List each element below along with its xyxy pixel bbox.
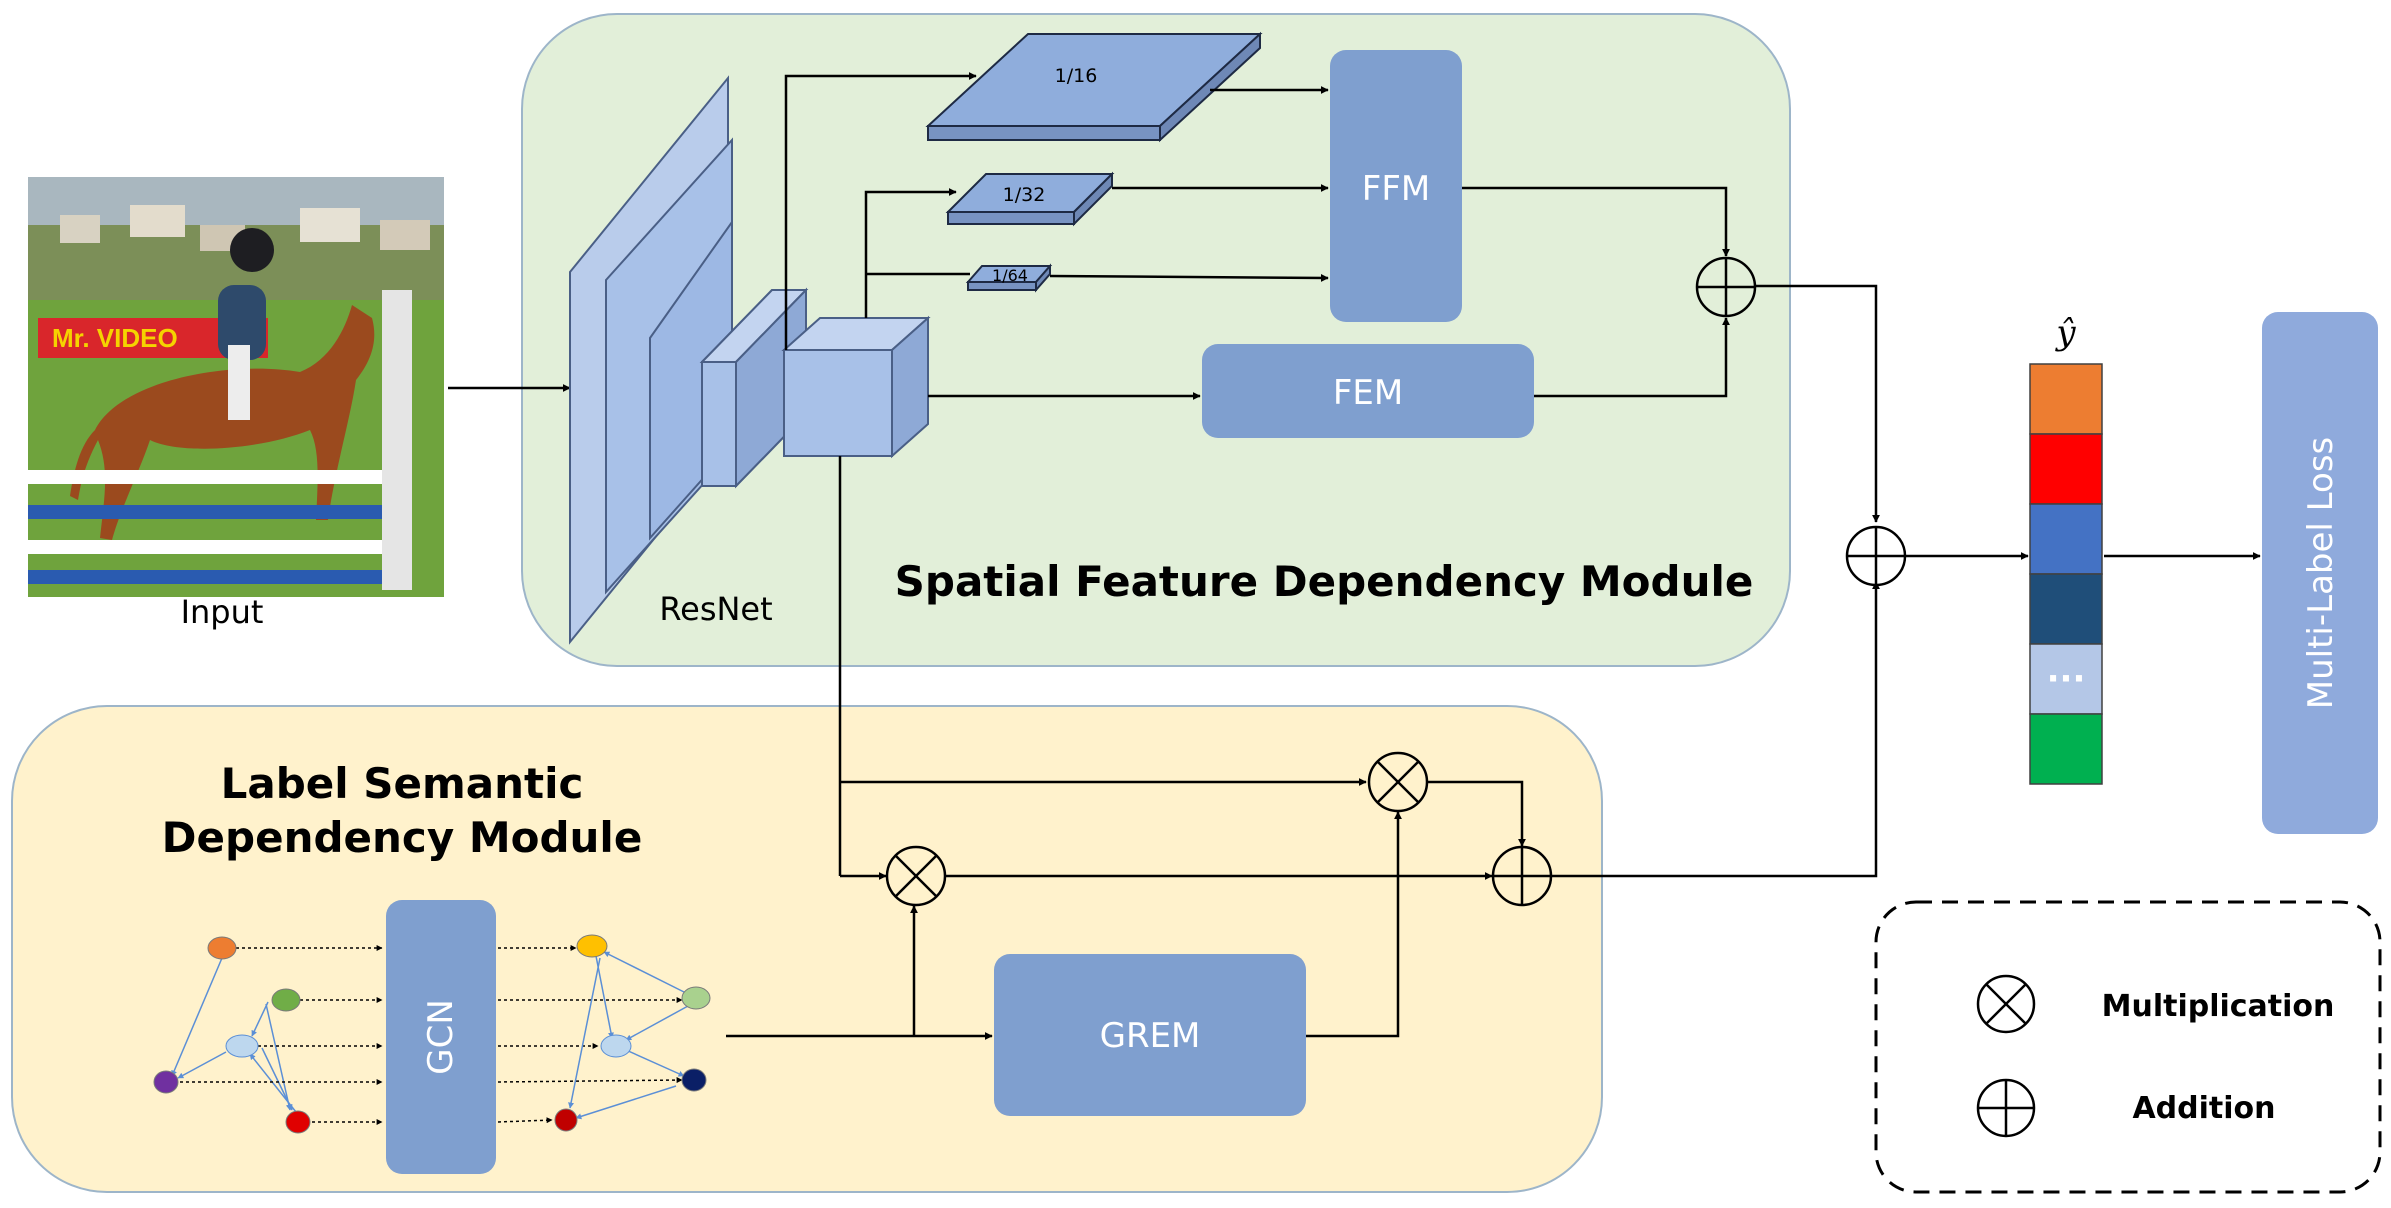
graph-node-out-lightblue (600, 1034, 632, 1058)
ffm-block (1330, 50, 1462, 322)
feature-map-1-32 (945, 171, 1115, 227)
prediction-vector (2029, 363, 2103, 785)
vector-cell-2 (2029, 433, 2103, 505)
vector-cell-5 (2029, 643, 2103, 715)
legend-multiplication-icon (1976, 974, 2036, 1034)
input-label: Input (181, 593, 264, 631)
y-hat-label: ŷ (2054, 313, 2076, 353)
multiplication-op-1 (885, 845, 947, 907)
grem-block (994, 954, 1306, 1116)
fem-label: FEM (1333, 373, 1403, 413)
label-graph-input (153, 936, 383, 1134)
resnet-label: ResNet (659, 590, 772, 628)
semantic-module-title-line1: Label Semantic (221, 759, 584, 808)
feature-map-1-64 (965, 263, 1053, 293)
vector-cell-4 (2029, 573, 2103, 645)
multiplication-op-2 (1367, 751, 1429, 813)
legend-multiplication-label: Multiplication (2102, 989, 2335, 1024)
addition-op-semantic (1491, 845, 1553, 907)
vector-cell-1 (2029, 363, 2103, 435)
legend-addition-label: Addition (2132, 1091, 2275, 1126)
resnet-backbone (569, 75, 931, 645)
gcn-block (386, 900, 496, 1174)
semantic-module-title-line2: Dependency Module (162, 813, 643, 862)
spatial-module-title: Spatial Feature Dependency Module (895, 557, 1754, 606)
grem-label: GREM (1100, 1016, 1201, 1056)
scale-label-1-32: 1/32 (1003, 184, 1046, 206)
graph-node-out-green (681, 986, 711, 1010)
graph-node-out-navy (681, 1068, 707, 1092)
gcn-label: GCN (421, 999, 461, 1075)
addition-op-final (1845, 525, 1907, 587)
graph-node-orange (207, 936, 237, 960)
input-image: Mr. VIDEO (28, 177, 444, 597)
graph-node-green (271, 988, 301, 1012)
vector-cell-6 (2029, 713, 2103, 785)
vector-ellipsis: ··· (2047, 659, 2086, 699)
graph-node-purple (153, 1070, 179, 1094)
scale-label-1-16: 1/16 (1055, 65, 1098, 87)
graph-node-out-red (554, 1108, 578, 1132)
label-graph-output (497, 934, 711, 1132)
ffm-label: FFM (1362, 169, 1430, 209)
feature-map-1-16 (925, 31, 1263, 143)
graph-node-out-orange (576, 934, 608, 958)
addition-op-spatial (1695, 256, 1757, 318)
fem-block (1202, 344, 1534, 438)
graph-node-lightblue (225, 1034, 259, 1058)
input-banner-text: Mr. VIDEO (52, 323, 178, 353)
legend-box (1874, 900, 2382, 1194)
vector-cell-3 (2029, 503, 2103, 575)
scale-label-1-64: 1/64 (992, 266, 1028, 285)
semantic-connectors (726, 456, 2261, 1040)
multi-label-loss-block (2262, 312, 2378, 834)
multi-label-loss-label: Multi-Label Loss (2301, 437, 2341, 709)
legend-addition-icon (1976, 1078, 2036, 1138)
graph-node-red (285, 1110, 311, 1134)
spatial-connectors (784, 72, 1880, 523)
